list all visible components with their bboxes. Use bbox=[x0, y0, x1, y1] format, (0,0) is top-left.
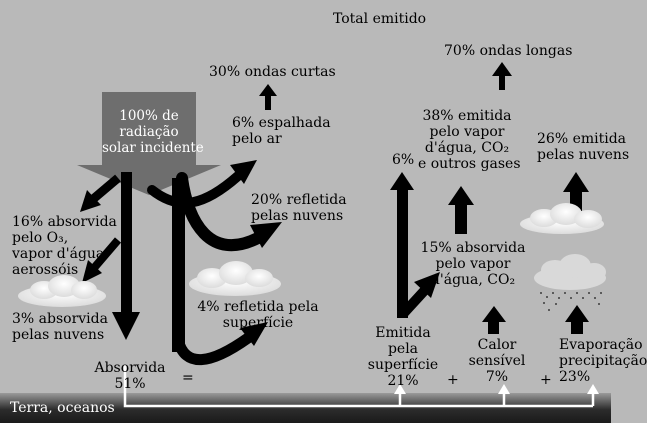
six-percent-label: 6% bbox=[392, 152, 415, 168]
sensible-heat-arrow bbox=[482, 306, 506, 334]
emitted-clouds-label: 26% emitida pelas nuvens bbox=[537, 131, 630, 163]
absorbed-total-label: Absorvida 51% bbox=[94, 360, 166, 392]
scattered-air-label: 6% espalhada pelo ar bbox=[232, 115, 331, 147]
absorbed-vapor-label: 15% absorvida pelo vapor d'água, CO₂ bbox=[420, 240, 526, 288]
reflected-clouds-arrow bbox=[176, 172, 264, 251]
absorbed-atmosphere-arrow bbox=[89, 174, 121, 204]
ground-connector-arrowheads bbox=[394, 384, 599, 394]
plus-sign-1: + bbox=[447, 372, 459, 388]
longwave-out-arrow bbox=[492, 62, 512, 90]
absorbed-atmosphere-arrowhead bbox=[80, 190, 101, 212]
absorbed-down-arrow bbox=[112, 172, 140, 340]
sensible-heat-label: Calor sensível 7% bbox=[468, 337, 526, 385]
longwave-label: 70% ondas longas bbox=[444, 43, 573, 59]
absorbed-clouds-arrowhead bbox=[82, 260, 102, 283]
reflected-surface-arrowhead bbox=[240, 322, 268, 346]
shortwave-out-arrow bbox=[259, 84, 277, 110]
rain-cloud bbox=[534, 254, 606, 311]
cloud-emission-arrow bbox=[563, 172, 589, 212]
evaporation-arrow bbox=[565, 305, 589, 334]
surface-to-vapor-arrowhead bbox=[414, 272, 440, 298]
plus-sign-2: + bbox=[540, 372, 552, 388]
surface-emission-arrow bbox=[390, 172, 414, 318]
ground-bar bbox=[0, 393, 611, 423]
reflected-clouds-label: 20% refletida pelas nuvens bbox=[251, 192, 347, 224]
total-emitted-label: Total emitido bbox=[333, 11, 427, 27]
emitted-surface-label: Emitida pela superfície 21% bbox=[367, 325, 439, 389]
reflected-surface-arrow bbox=[172, 332, 254, 366]
absorbed-o3-label: 16% absorvida pelo O₃, vapor d'água, aer… bbox=[12, 214, 117, 278]
emitted-vapor-label: 38% emitida pelo vapor d'água, CO₂ e out… bbox=[418, 108, 521, 172]
reflected-column bbox=[172, 178, 185, 352]
rain-drops bbox=[540, 292, 602, 311]
absorbed-clouds-arrow bbox=[90, 237, 122, 271]
scattered-air-arrowhead bbox=[230, 160, 257, 184]
cloud-right-white bbox=[520, 203, 604, 234]
surface-to-vapor-arrow bbox=[399, 286, 429, 318]
cloud-center bbox=[189, 261, 281, 296]
vapor-emission-arrow bbox=[448, 186, 474, 234]
energy-balance-diagram: Total emitido 100% de radiação solar inc… bbox=[0, 11, 647, 423]
solar-incident-arrow bbox=[77, 92, 221, 195]
absorbed-clouds-label: 3% absorvida pelas nuvens bbox=[12, 311, 108, 343]
ground-connector-lines bbox=[123, 365, 595, 408]
shortwave-label: 30% ondas curtas bbox=[209, 64, 336, 80]
evaporation-label: Evaporação precipitação 23% bbox=[559, 337, 647, 385]
ground-label: Terra, oceanos bbox=[10, 400, 115, 416]
reflected-clouds-arrowhead bbox=[250, 222, 282, 248]
reflected-surface-label: 4% refletida pela superfície bbox=[197, 299, 319, 331]
equals-sign: = bbox=[182, 370, 194, 386]
diagram-artwork bbox=[18, 62, 606, 408]
solar-incident-label: 100% de radiação solar incidente bbox=[102, 108, 204, 156]
cloud-left bbox=[18, 275, 106, 307]
